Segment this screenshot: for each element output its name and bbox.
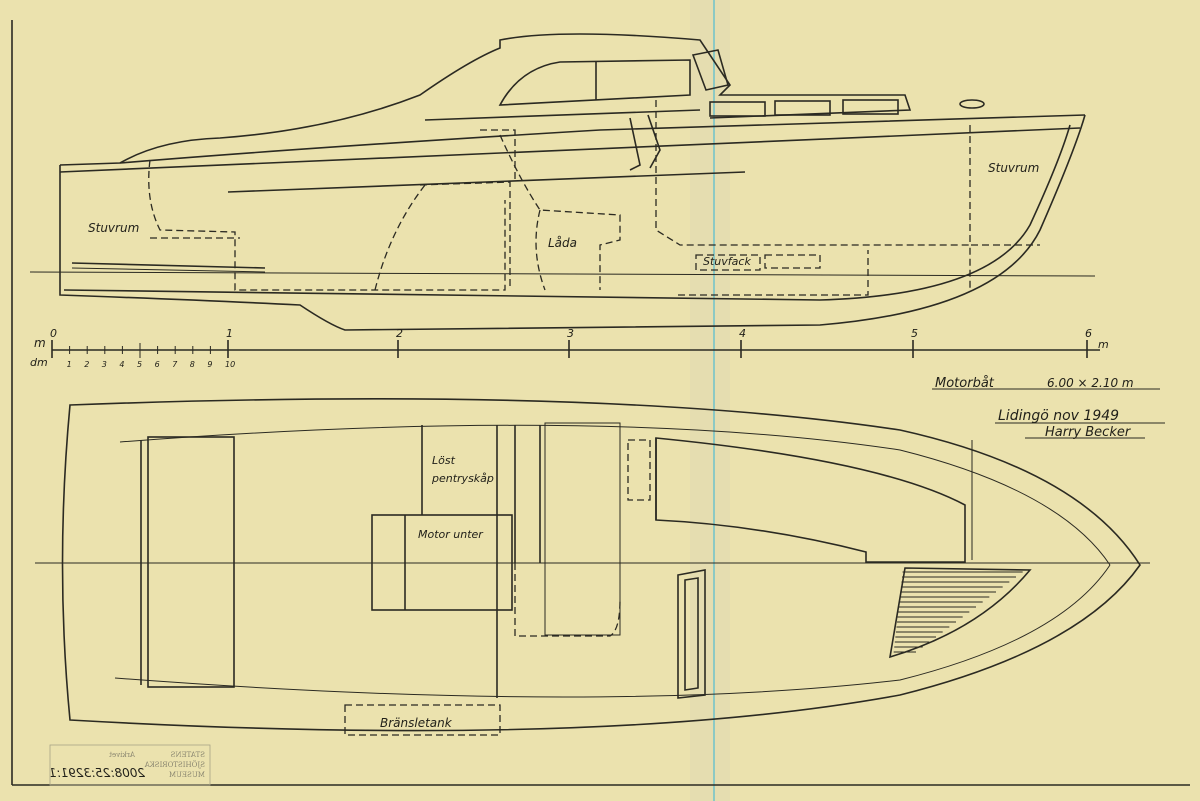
scale-m-label: 2 (396, 327, 403, 340)
signature: Harry Becker (1045, 425, 1132, 440)
svg-text:MUSEUM: MUSEUM (169, 771, 205, 779)
boat-type: Motorbåt (935, 376, 995, 391)
label-motor: Motor unter (418, 528, 484, 541)
label-stuvrum-aft: Stuvrum (88, 221, 139, 235)
seat-cushion-mid (544, 422, 621, 636)
scale-dm-label: 9 (207, 360, 212, 369)
scale-m-label: 0 (50, 327, 57, 340)
scale-bar: m dm m 0 1 2 3 4 5 6 1 2 3 4 5 6 7 8 9 10 (30, 327, 1109, 369)
scale-m-label: 4 (739, 327, 746, 340)
profile-view: Stuvrum Stuvrum Låda Stuvfack (29, 33, 1096, 331)
frame-border (11, 20, 1190, 786)
svg-text:STATENS: STATENS (170, 751, 205, 759)
seat-cushion-aft (147, 436, 235, 688)
paper-seam (690, 0, 730, 801)
scale-m-end: m (1098, 338, 1109, 351)
plan-view: Löst pentryskåp Motor unter Bränsletank (35, 398, 1150, 736)
label-lada: Låda (548, 236, 577, 250)
archive-stamp: STATENS SJÖHISTORISKA MUSEUM Arkivet 200… (49, 744, 211, 786)
engine-box (371, 514, 513, 611)
scale-dm-label: 3 (102, 360, 107, 369)
scale-dm-label: 4 (119, 360, 124, 369)
scale-dm-label: 6 (155, 360, 160, 369)
scale-m-label: 3 (567, 327, 574, 340)
scale-dm-unit: dm (30, 356, 48, 369)
svg-text:SJÖHISTORISKA: SJÖHISTORISKA (144, 760, 205, 769)
title-block: Motorbåt 6.00 × 2.10 m Lidingö nov 1949 … (932, 376, 1165, 440)
scale-dm-label: 7 (172, 360, 178, 369)
scale-m-label: 1 (226, 327, 233, 340)
forward-berth (655, 437, 966, 563)
scale-dm-label: 10 (225, 360, 235, 369)
label-stuvfack: Stuvfack (703, 255, 751, 268)
scale-dm-label: 2 (84, 360, 89, 369)
label-pentry-2: pentryskåp (431, 472, 494, 485)
bow-grating (888, 567, 1032, 659)
svg-text:Arkivet: Arkivet (109, 751, 136, 759)
scale-m-unit: m (34, 336, 46, 350)
scale-dm-label: 5 (137, 360, 142, 369)
svg-text:2008:25:3291:1: 2008:25:3291:1 (49, 766, 145, 780)
label-pentry-1: Löst (432, 454, 456, 467)
scale-m-label: 6 (1085, 327, 1092, 340)
scale-dm-label: 8 (190, 360, 195, 369)
label-stuvrum-fwd: Stuvrum (988, 161, 1039, 175)
place-date: Lidingö nov 1949 (998, 408, 1119, 424)
scale-m-label: 5 (911, 327, 918, 340)
scale-dm-label: 1 (67, 360, 72, 369)
boat-dimensions: 6.00 × 2.10 m (1047, 376, 1134, 390)
label-fuel-tank: Bränsletank (380, 716, 453, 730)
